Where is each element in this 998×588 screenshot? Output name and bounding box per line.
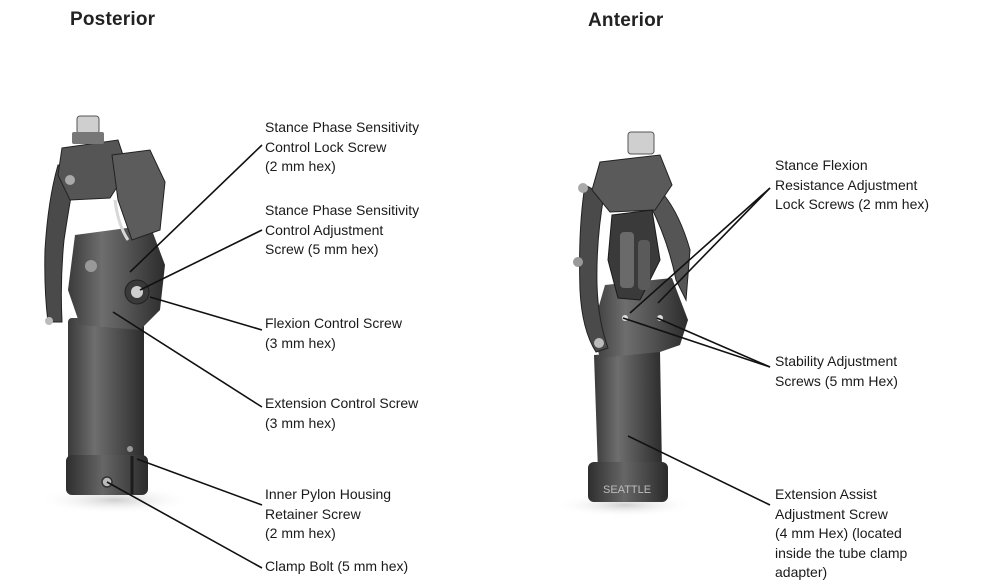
- posterior-heading: Posterior: [70, 9, 156, 30]
- posterior-leader-lines: [106, 144, 263, 569]
- callout-extension-assist-adjustment-screw: Extension Assist Adjustment Screw (4 mm …: [775, 486, 908, 580]
- callout-stance-sensitivity-lock-screw: Stance Phase Sensitivity Control Lock Sc…: [265, 119, 420, 174]
- callout-extension-control-screw: Extension Control Screw (3 mm hex): [265, 395, 419, 431]
- callout-flexion-control-screw: Flexion Control Screw (3 mm hex): [265, 315, 402, 351]
- callout-clamp-bolt: Clamp Bolt (5 mm hex): [265, 558, 409, 574]
- callout-stability-adjustment-screws: Stability Adjustment Screws (5 mm Hex): [775, 353, 898, 389]
- anterior-knee-illustration: SEATTLE: [555, 131, 695, 517]
- callout-inner-pylon-housing-retainer-screw: Inner Pylon Housing Retainer Screw (2 mm…: [265, 486, 392, 541]
- callout-stance-flexion-lock-screws: Stance Flexion Resistance Adjustment Loc…: [775, 157, 930, 212]
- anterior-heading: Anterior: [588, 10, 664, 31]
- anterior-leader-lines: [622, 187, 771, 506]
- posterior-knee-illustration: [37, 115, 193, 514]
- brand-mark: SEATTLE: [603, 484, 651, 496]
- callout-stance-sensitivity-adjustment-screw: Stance Phase Sensitivity Control Adjustm…: [265, 202, 420, 257]
